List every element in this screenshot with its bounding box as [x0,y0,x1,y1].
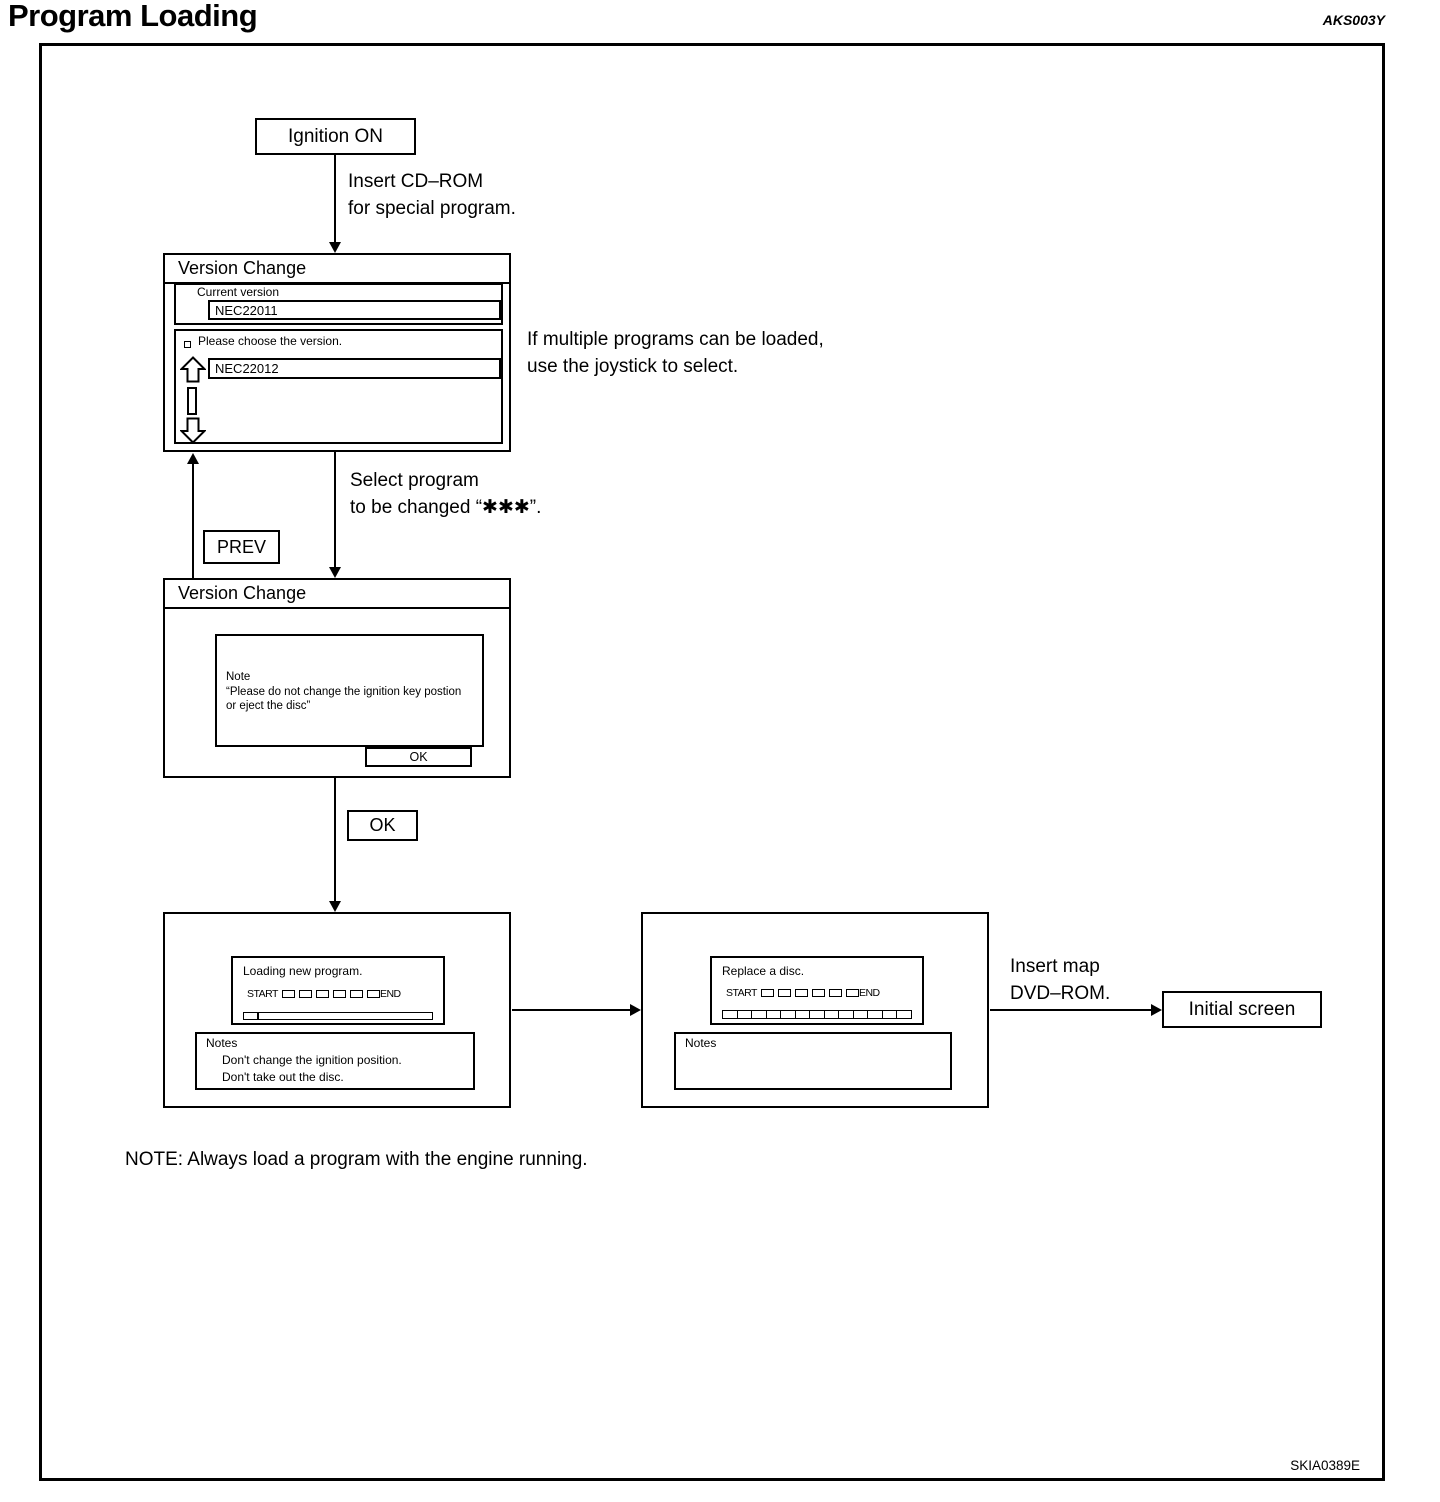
segment-icon [796,1011,811,1018]
flow-node-initial-screen: Initial screen [1162,991,1322,1028]
insert-map-label: Insert map DVD–ROM. [1010,956,1111,1004]
loading-progress-track [243,1012,433,1020]
scroll-bar-icon [187,387,197,415]
dialog-ok-button: OK [365,747,472,767]
screen-version-change-2: Version Change Note “Please do not chang… [163,578,511,778]
segment-icon [738,1011,753,1018]
arrow-line-loading-to-replace [512,1009,631,1011]
arrow-line-prev-return [192,463,194,578]
flow-node-prev: PREV [203,530,280,564]
replace-message: Replace a disc. [722,964,805,978]
choose-version-field: NEC22012 [208,358,501,379]
scroll-down-arrow-icon [180,417,206,444]
select-program-label: Select program to be changed “✱✱✱”. [350,470,542,518]
current-version-field: NEC22011 [208,300,501,320]
screen1-titlebar: Version Change [165,255,509,284]
initial-screen-label: Initial screen [1188,999,1296,1020]
joystick-note-label: If multiple programs can be loaded, use … [527,329,824,377]
arrow-line-ignition-to-version [334,155,336,245]
screen-version-change-1: Version Change Current version NEC22011 … [163,253,511,452]
progress-cell-icon [349,990,363,998]
segment-icon [897,1011,911,1018]
progress-cell-icon [811,989,825,997]
segment-icon [883,1011,898,1018]
segment-icon [767,1011,782,1018]
arrow-line-version1-to-version2 [334,452,336,568]
loading-dialog: Loading new program. START END [231,956,445,1025]
scroll-up-arrow-icon [180,356,206,383]
figure-code-bottom: SKIA0389E [1290,1458,1360,1473]
loading-progress-scale: START END [247,988,401,1000]
loading-message: Loading new program. [243,964,363,978]
progress-divider [257,1013,259,1019]
screen-replace-disc: Replace a disc. START END Notes [641,912,989,1108]
progress-cell-icon [794,989,808,997]
segment-icon [825,1011,840,1018]
segment-icon [752,1011,767,1018]
arrowhead-down-icon [329,242,341,253]
progress-cell-icon [315,990,329,998]
arrowhead-down-icon [329,567,341,578]
diagram-border [39,43,1385,1481]
segment-icon [810,1011,825,1018]
arrowhead-right-icon [1151,1004,1162,1016]
progress-cell-icon [298,990,312,998]
screen2-titlebar: Version Change [165,580,509,609]
arrowhead-right-icon [630,1004,641,1016]
engine-running-note: NOTE: Always load a program with the eng… [125,1149,588,1170]
insert-cdrom-label: Insert CD–ROM for special program. [348,171,516,219]
segment-icon [839,1011,854,1018]
segment-icon [781,1011,796,1018]
replace-notes-panel: Notes [674,1032,952,1090]
replace-progress-track [722,1010,912,1019]
note-dialog-text: Note “Please do not change the ignition … [226,671,462,712]
arrow-line-version2-to-loading [334,778,336,902]
choose-version-label: Please choose the version. [198,334,343,348]
screen-loading: Loading new program. START END Notes Don… [163,912,511,1108]
arrow-line-replace-to-initial [990,1009,1152,1011]
arrowhead-down-icon [329,901,341,912]
flow-node-ok: OK [347,810,418,841]
segment-icon [854,1011,869,1018]
segment-icon [868,1011,883,1018]
segment-icon [723,1011,738,1018]
progress-cell-icon [845,989,859,997]
flow-node-ignition-on: Ignition ON [255,118,416,155]
replace-dialog: Replace a disc. START END [710,956,924,1025]
arrowhead-up-icon [187,453,199,464]
progress-cell-icon [332,990,346,998]
progress-cell-icon [760,989,774,997]
replace-progress-scale: START END [726,987,880,999]
progress-cell-icon [777,989,791,997]
page-title: Program Loading [8,0,258,33]
ok-label: OK [369,815,396,835]
note-dialog: Note “Please do not change the ignition … [215,634,484,747]
prev-label: PREV [216,536,267,557]
choose-version-panel: Please choose the version. NEC22012 [174,329,503,444]
current-version-label: Current version [197,285,280,299]
progress-cell-icon [366,990,380,998]
current-version-panel: Current version NEC22011 [174,283,503,325]
loading-notes-panel: Notes Don't change the ignition position… [195,1032,475,1090]
progress-cell-icon [281,990,295,998]
progress-cell-icon [828,989,842,997]
figure-code-top: AKS003Y [1322,12,1385,28]
bullet-square-icon [184,341,191,348]
ignition-on-label: Ignition ON [287,126,384,147]
